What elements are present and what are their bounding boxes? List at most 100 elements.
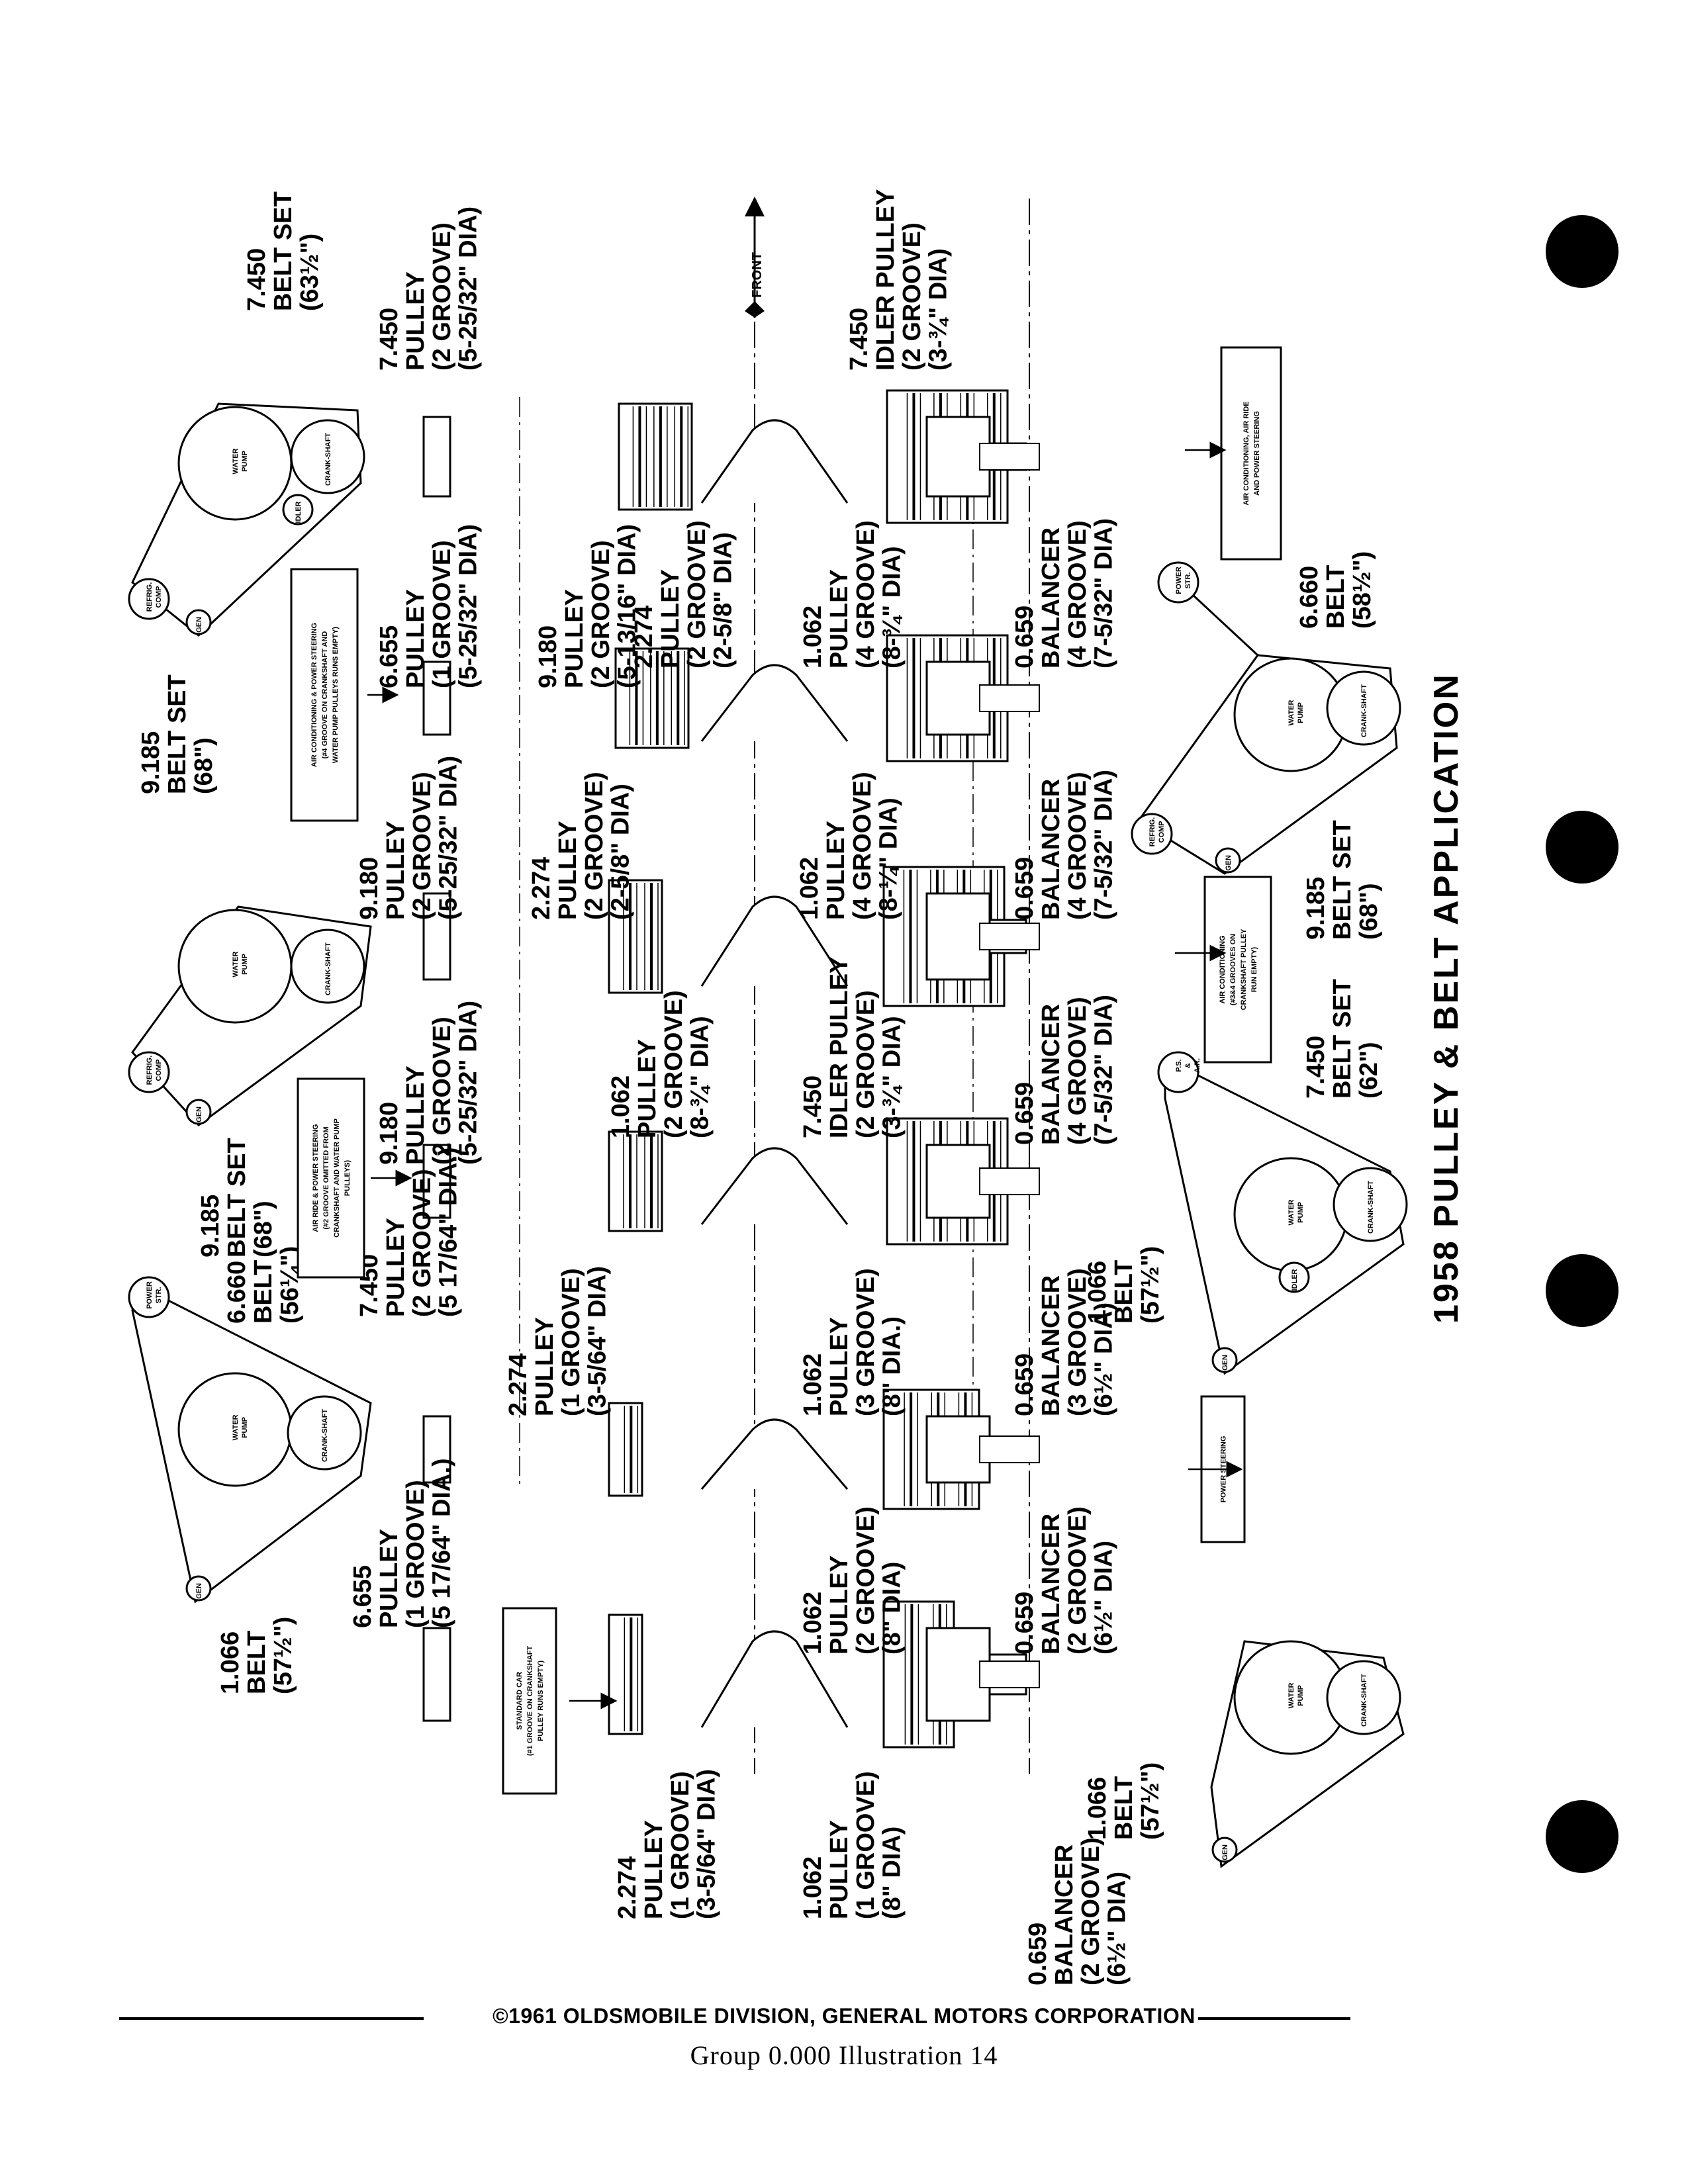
box-air-conditioning-line: RUN EMPTY) <box>1250 946 1258 992</box>
shaft-key-3 <box>979 923 1040 950</box>
label-balancer-std-line: BALANCER <box>1051 1844 1078 1985</box>
label-balancer-4groove-ar-line: BALANCER <box>1037 1004 1065 1145</box>
water-pump-pulley-3-body <box>608 879 663 994</box>
label-1066-belt-right-line: BELT <box>1110 1260 1138 1324</box>
box-air-conditioning-line: CRANKSHAFT PULLEY <box>1240 929 1248 1010</box>
label-274-ps-line: 2.274 <box>504 1353 532 1416</box>
label-balancer-3groove-line: (3 GROOVE) <box>1064 1268 1092 1416</box>
label-6660-belt-right-line: 6.660 <box>1295 566 1323 629</box>
label-6655-pulley-line: (1 GROOVE) <box>402 1480 430 1628</box>
label-1062-2groove-line: (2 GROOVE) <box>852 1506 880 1655</box>
punch-hole-2 <box>1546 811 1618 884</box>
belt-diagram-ac-ps-pulley-label: COMP <box>155 586 163 608</box>
accessory-pulley-body-4 <box>422 660 451 736</box>
label-6660-belt-right-line: BELT <box>1322 565 1350 629</box>
belt-diagram-air-ride-ps-pulley-label: PUMP <box>241 954 249 975</box>
belt-diagram-ac-ps-pulley-label: REFRIG. <box>146 582 154 612</box>
belt-diagram-ac-ps-pulley <box>290 419 365 494</box>
shaft-key-4 <box>979 684 1040 712</box>
box-ac-ar-ps-line: AND POWER STEERING <box>1253 411 1261 496</box>
box-air-ride-ps-text: AIR RIDE & POWER STEERING(#2 GROOVE OMIT… <box>312 1118 352 1238</box>
label-7450-idler-line: IDLER PULLEY <box>825 957 853 1138</box>
water-pump-pulley-0 <box>608 1614 643 1735</box>
box-ac-ps-frame <box>290 568 359 822</box>
label-6655-acps-line: 6.655 <box>375 625 403 688</box>
label-6660-belt-left-line: 6.660 <box>223 1261 251 1324</box>
belt-diagram-ac-pulley-label: PUMP <box>1297 702 1305 723</box>
belt-diagram-air-ride-ps-pulley-label: CRANK-SHAFT <box>324 942 332 995</box>
crank-hub-1 <box>700 1418 849 1490</box>
box-standard-car-line: STANDARD CAR <box>516 1672 524 1730</box>
box-air-ride-ps-frame <box>297 1077 365 1279</box>
label-balancer-4groove-ac-line: (7-5/32" DIA) <box>1090 770 1118 920</box>
label-274-1groove-line: PULLEY <box>640 1820 668 1919</box>
label-balancer-acps-line: BALANCER <box>1037 527 1065 668</box>
label-7450-idler-line: 7.450 <box>799 1075 827 1138</box>
label-1066-belt-left-line: 1.066 <box>216 1631 244 1694</box>
group-illustration-line: Group 0.000 Illustration 14 <box>690 2040 998 2070</box>
label-1062-acps-line: (4 GROOVE) <box>852 520 880 668</box>
label-274-acps-line: (2-5/8" DIA) <box>710 532 737 668</box>
belt-diagram-ps-left-pulley-label: POWER <box>146 1281 154 1309</box>
label-274-1groove-line: (1 GROOVE) <box>667 1771 694 1919</box>
label-balancer-std-line: (2 GROOVE) <box>1077 1837 1105 1985</box>
belt-diagram-std-belt <box>1210 1640 1405 1868</box>
belt-diagram-ac-pulley-label: COMP <box>1158 821 1166 843</box>
shaft-key-2 <box>979 1167 1040 1195</box>
belt-diagram-ps-left-pulley <box>287 1395 362 1471</box>
belt-diagram-ps-ar-right-pulley-label: GEN <box>1221 1355 1229 1371</box>
shaft-key-1 <box>979 1435 1040 1463</box>
label-7450-belt-set-top-line: 7.450 <box>243 248 271 311</box>
belt-diagram-ac-ps-pulley-label: CRANK-SHAFT <box>324 433 332 486</box>
belt-diagram-std-pulley-label: GEN <box>1221 1844 1229 1860</box>
label-6655-acps-line: PULLEY <box>402 589 430 688</box>
water-pump-pulley-2-body <box>608 1130 663 1232</box>
label-9185-belt-ar-line: 9.185 <box>197 1195 224 1257</box>
label-1062-3groove-line: PULLEY <box>825 1317 853 1416</box>
accessory-pulley-body-0 <box>422 1627 451 1722</box>
punch-hole-1 <box>1546 215 1618 288</box>
belt-diagram-ps-ar-right-belt <box>1164 1057 1405 1375</box>
belt-diagram-ps-left-pulley-label: WATER <box>232 1414 240 1440</box>
crank-hub-2 <box>700 1147 849 1225</box>
label-9180-ar-line: (5-25/32" DIA) <box>455 1001 483 1165</box>
accessory-pulley-body-1 <box>422 1415 451 1484</box>
label-9185-belt-acps-line: 9.185 <box>137 731 165 794</box>
belt-diagram-power-str-pulley-label: STR. <box>1184 572 1192 588</box>
box-ac-ar-ps-line: AIR CONDITIONING, AIR RIDE <box>1243 401 1250 505</box>
water-pump-pulley-5-body <box>618 402 693 511</box>
belt-diagram-air-ride-ps-pulley <box>185 1099 212 1125</box>
label-1062-2groove-line: (8" DIA) <box>878 1562 906 1655</box>
label-274-ac-line: 2.274 <box>528 857 555 920</box>
label-1062-4groove-ac-line: (8-¼" DIA) <box>875 797 903 920</box>
label-6655-pulley-line: 6.655 <box>349 1565 377 1628</box>
label-7450-pulley-2groove-line: (2 GROOVE) <box>408 1169 436 1317</box>
belt-diagram-std-pulley <box>1211 1837 1238 1863</box>
box-ac-ps-line: WATER PUMP PULLEYS RUNS EMPTY) <box>332 627 340 764</box>
box-air-ride-ps-line: AIR RIDE & POWER STEERING <box>312 1124 320 1232</box>
label-balancer-3groove-line: (6½" DIA) <box>1090 1302 1118 1416</box>
label-balancer-std-line: 0.659 <box>1024 1923 1052 1985</box>
label-1062-acps-line: PULLEY <box>825 569 853 668</box>
label-1062-1groove-line: (1 GROOVE) <box>852 1771 880 1919</box>
label-1062-3groove-line: 1.062 <box>799 1353 827 1416</box>
crank-hub-3 <box>700 895 849 987</box>
label-1062-8-3-4-line: (2 GROOVE) <box>660 990 688 1138</box>
belt-diagram-ac-ps-pulley-label: IDLER <box>295 501 303 523</box>
accessory-pulley-body-2 <box>422 1144 451 1219</box>
front-label: FRONT <box>750 252 765 298</box>
crank-hub-4 <box>700 664 849 742</box>
label-7450-belt-set-62-line: BELT SET <box>1329 979 1356 1099</box>
box-air-conditioning-frame <box>1203 876 1272 1064</box>
